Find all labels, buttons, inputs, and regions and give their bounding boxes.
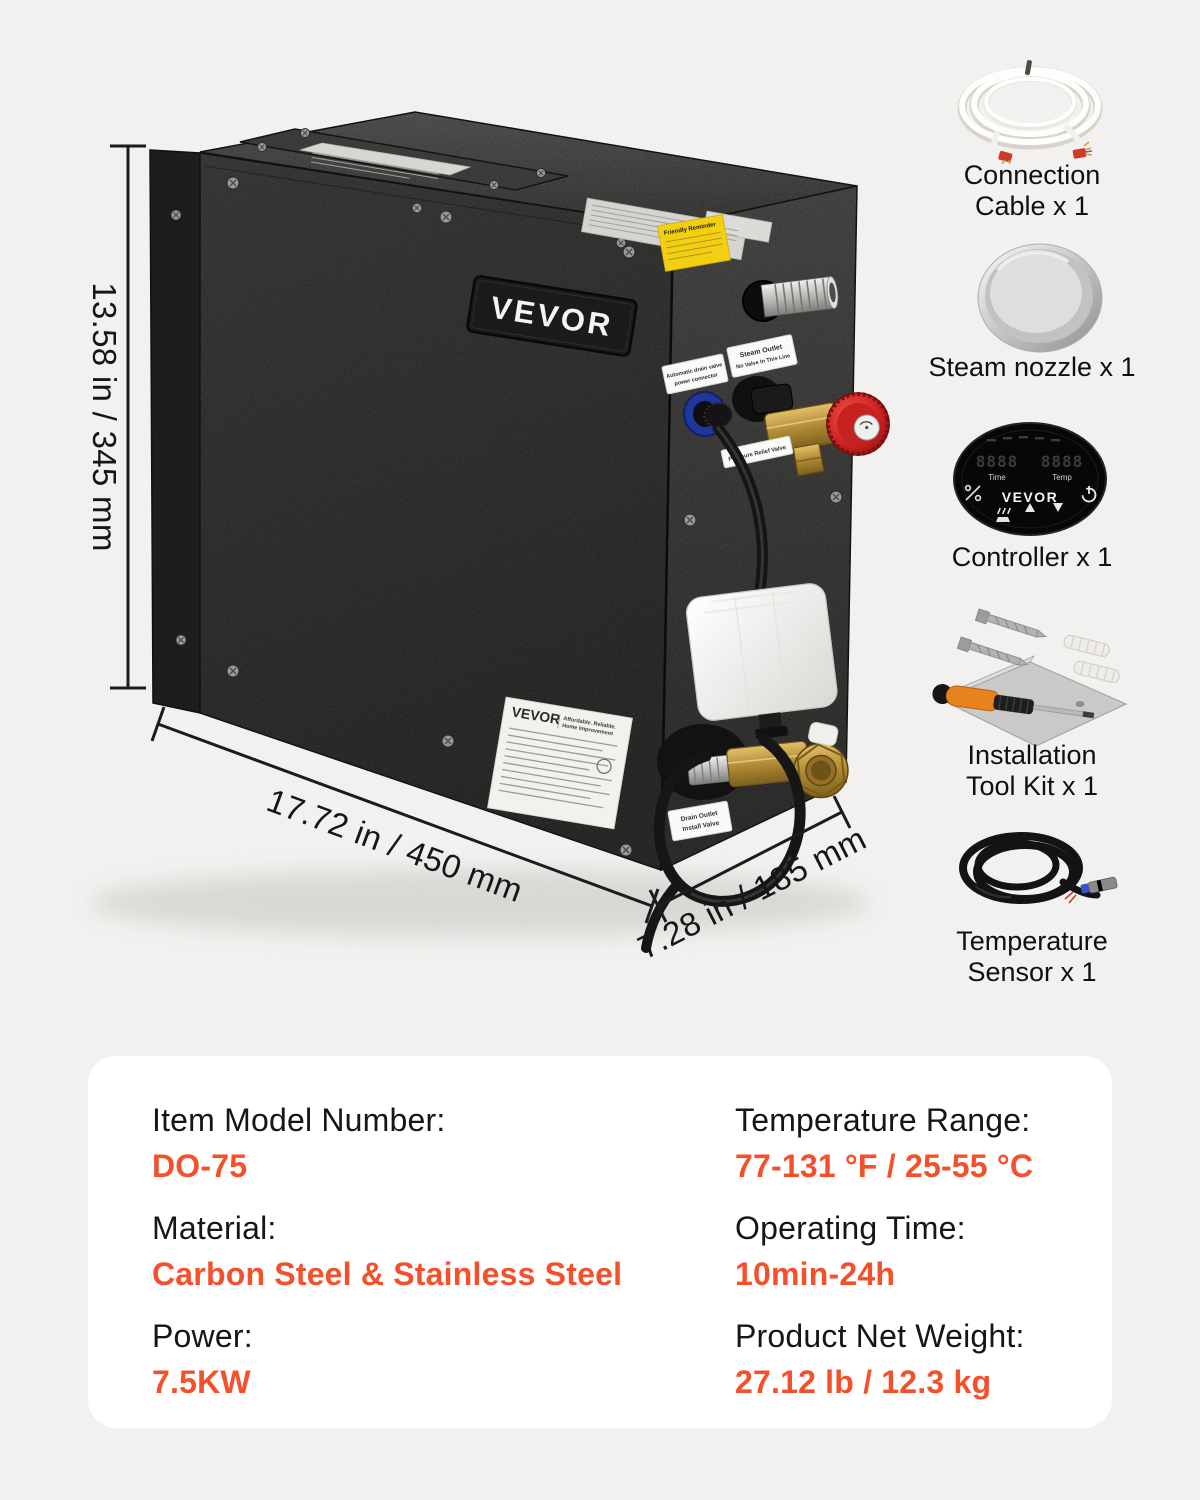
steam-generator-unit: Friendly Reminder VEVOR (149, 111, 890, 953)
spec-label: Item Model Number: (152, 1102, 446, 1138)
accessory-label-tool-kit: Installation Tool Kit x 1 (965, 740, 1099, 801)
spec-label: Temperature Range: (735, 1102, 1031, 1138)
spec-value: 7.5KW (152, 1364, 251, 1400)
accessory-label-steam-nozzle: Steam nozzle x 1 (928, 352, 1136, 382)
spec-item-material: Material: Carbon Steel & Stainless Steel (152, 1210, 735, 1318)
drain-valve-motor (685, 583, 838, 740)
accessory-label-connection-cable: Connection Cable x 1 (963, 160, 1101, 221)
screw-1 (974, 608, 1047, 638)
drain-outlet-tag: Drain Outlet Install Valve (667, 800, 733, 842)
brand-logo-plate: VEVOR (466, 275, 638, 357)
controller-temp-label: Temp (1052, 473, 1072, 482)
controller-time-label: Time (988, 473, 1006, 482)
spec-value: 77-131 °F / 25-55 °C (735, 1148, 1034, 1184)
unit-spec-label-brand: VEVOR (511, 703, 562, 727)
installation-tool-kit-image (932, 608, 1128, 747)
spec-item-power: Power: 7.5KW (152, 1318, 735, 1426)
unit-left-strip (149, 149, 201, 714)
spec-item-net-weight: Product Net Weight: 27.12 lb / 12.3 kg (735, 1318, 1112, 1426)
temperature-sensor-image (959, 832, 1118, 906)
steam-nozzle-image (977, 243, 1103, 353)
pressure-relief-valve (750, 383, 890, 477)
down-arrow-icon (1053, 503, 1063, 512)
spec-item-temperature-range: Temperature Range: 77-131 °F / 25-55 °C (735, 1102, 1112, 1210)
spec-label: Material: (152, 1210, 277, 1246)
height-dimension-label: 13.58 in / 345 mm (86, 282, 123, 551)
screwdriver (932, 684, 1095, 719)
accessory-label-temperature-sensor: Temperature Sensor x 1 (956, 926, 1108, 987)
drain-ball-valve (686, 721, 849, 799)
unit-toggle-icon (964, 484, 982, 502)
spec-grid: Item Model Number: DO-75 Material: Carbo… (88, 1056, 1112, 1426)
wall-anchor-2 (1073, 660, 1120, 683)
cable-end-left (998, 150, 1013, 164)
controller-image: 8888 8888 Time Temp VEVOR (953, 422, 1107, 536)
steam-outlet-tag: Steam Outlet No Valve In This Line (726, 334, 798, 378)
up-arrow-icon (1025, 503, 1035, 512)
controller-display-time: 8888 (976, 452, 1019, 471)
spec-label: Power: (152, 1318, 253, 1354)
top-plate-label (299, 142, 472, 176)
steam-outlet-pipe (742, 276, 839, 322)
cable-end-right (1072, 141, 1093, 159)
spec-label: Product Net Weight: (735, 1318, 1025, 1354)
height-dimension: 13.58 in / 345 mm (86, 144, 146, 690)
spec-value: 27.12 lb / 12.3 kg (735, 1364, 992, 1400)
spec-value: 10min-24h (735, 1256, 896, 1292)
controller-display-temp: 8888 (1041, 452, 1084, 471)
auto-drain-tag: Automatic drain valve power connector (661, 353, 729, 395)
steam-icon (996, 507, 1011, 522)
connection-cable-image (957, 60, 1103, 164)
reminder-sticker: Friendly Reminder (657, 214, 731, 272)
unit-spec-label: VEVOR Affordable. Reliable. Home Improve… (487, 696, 633, 830)
spec-item-model: Item Model Number: DO-75 (152, 1102, 735, 1210)
accessory-label-controller: Controller x 1 (951, 542, 1113, 572)
screw-2 (956, 636, 1029, 666)
spec-value: DO-75 (152, 1148, 248, 1184)
controller-brand: VEVOR (1002, 489, 1059, 505)
spec-label: Operating Time: (735, 1210, 966, 1246)
spec-value: Carbon Steel & Stainless Steel (152, 1256, 623, 1292)
spec-item-operating-time: Operating Time: 10min-24h (735, 1210, 1112, 1318)
spec-card: Item Model Number: DO-75 Material: Carbo… (88, 1056, 1112, 1428)
wall-anchor-1 (1063, 634, 1110, 657)
relief-valve-red-knob (826, 392, 890, 456)
